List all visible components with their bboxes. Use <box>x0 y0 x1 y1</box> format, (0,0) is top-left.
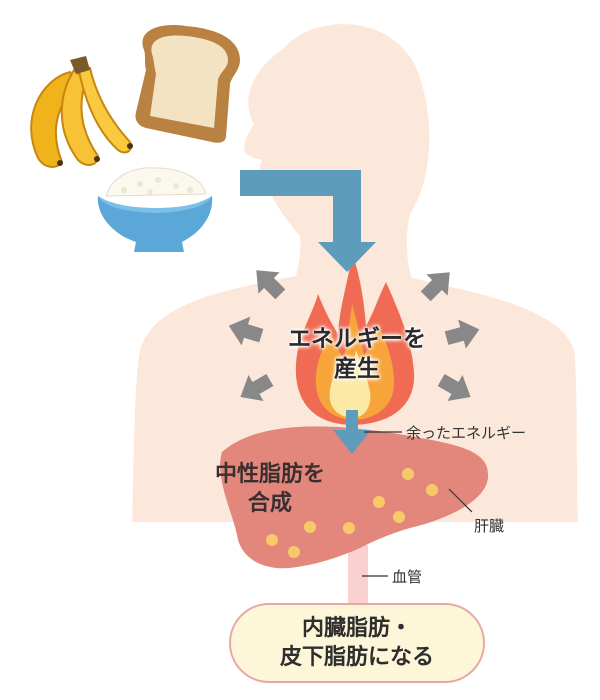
surplus-arrow-down <box>333 410 371 454</box>
liver-label: 肝臓 <box>474 517 505 535</box>
bread-slice-icon <box>135 25 240 143</box>
energy-label-line1: エネルギーを <box>288 326 426 352</box>
energy-radiate-arrows <box>228 270 480 401</box>
result-line1: 内臓脂肪・ <box>301 616 412 641</box>
rice-bowl-icon <box>97 167 213 252</box>
fat-label-line2: 合成 <box>247 491 292 516</box>
blood-vessel-label: 血管 <box>392 568 423 586</box>
energy-production-label: エネルギーを 産生 <box>262 324 452 384</box>
liver-leader-line <box>448 488 473 513</box>
liver-shape <box>220 426 489 569</box>
result-box: 内臓脂肪・ 皮下脂肪になる <box>229 603 485 683</box>
surplus-energy-label: 余ったエネルギー <box>406 424 527 442</box>
blood-vessel <box>348 545 368 607</box>
bananas-icon <box>30 56 133 168</box>
result-line2: 皮下脂肪になる <box>279 645 434 670</box>
fat-label-line1: 中性脂肪を <box>214 462 325 487</box>
energy-label-line2: 産生 <box>334 356 380 382</box>
flow-arrow-down <box>240 170 376 272</box>
fat-droplets <box>266 468 438 558</box>
fat-synthesis-label: 中性脂肪を 合成 <box>195 460 345 518</box>
flame-icon <box>295 252 415 425</box>
